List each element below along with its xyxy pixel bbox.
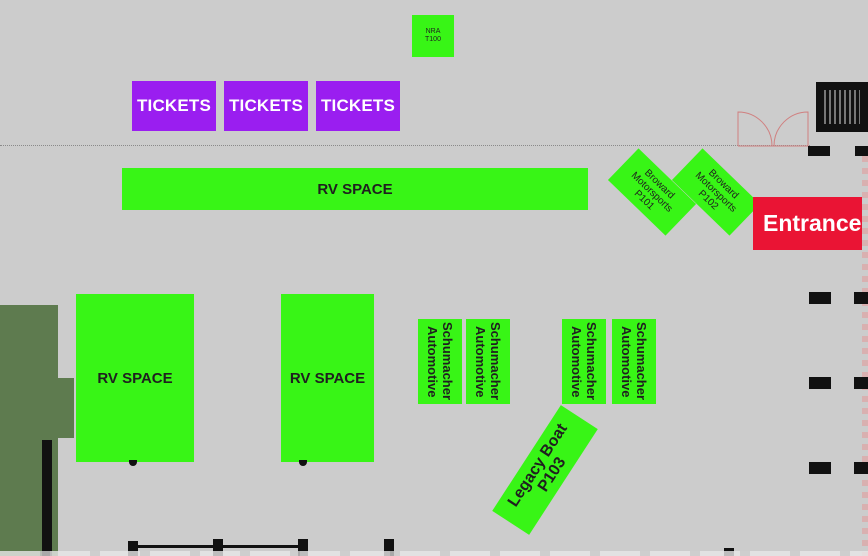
column-post bbox=[809, 292, 831, 304]
column-post bbox=[854, 462, 868, 474]
wall-post bbox=[213, 539, 223, 556]
tickets-booth-1[interactable]: TICKETS bbox=[132, 81, 216, 131]
booth-label: Schumacher Automotive bbox=[425, 322, 455, 401]
wall-post bbox=[808, 146, 830, 156]
wall-post bbox=[384, 539, 394, 556]
entrance-sign[interactable]: Entrance bbox=[753, 197, 868, 250]
bottom-strip bbox=[0, 551, 868, 556]
wall-left bbox=[42, 440, 52, 556]
booth-schumacher-3[interactable]: Schumacher Automotive bbox=[562, 319, 606, 404]
hitch-dot bbox=[129, 460, 137, 466]
booth-nra-t100[interactable]: NRA T100 bbox=[412, 15, 454, 57]
booth-label: Schumacher Automotive bbox=[569, 322, 599, 401]
stair-inner bbox=[824, 90, 860, 124]
hitch-dot bbox=[299, 460, 307, 466]
column-post bbox=[809, 462, 831, 474]
double-door-icon bbox=[737, 111, 809, 147]
rv-space-mid[interactable]: RV SPACE bbox=[281, 294, 374, 462]
booth-label: Schumacher Automotive bbox=[473, 322, 503, 401]
booth-broward-p101[interactable]: Broward Motorsports P101 bbox=[607, 148, 697, 236]
booth-schumacher-1[interactable]: Schumacher Automotive bbox=[418, 319, 462, 404]
right-wall bbox=[862, 156, 868, 556]
booth-schumacher-4[interactable]: Schumacher Automotive bbox=[612, 319, 656, 404]
booth-schumacher-2[interactable]: Schumacher Automotive bbox=[466, 319, 510, 404]
tickets-booth-2[interactable]: TICKETS bbox=[224, 81, 308, 131]
dotted-boundary bbox=[0, 145, 810, 146]
wall-post bbox=[855, 146, 868, 156]
rv-space-left[interactable]: RV SPACE bbox=[76, 294, 194, 462]
booth-legacy-boat-p103[interactable]: Legacy Boat P103 bbox=[492, 405, 598, 535]
booth-label: Schumacher Automotive bbox=[619, 322, 649, 401]
rv-space-top[interactable]: RV SPACE bbox=[122, 168, 588, 210]
column-post bbox=[854, 377, 868, 389]
tickets-booth-3[interactable]: TICKETS bbox=[316, 81, 400, 131]
wall-post bbox=[128, 541, 138, 556]
grass-notch bbox=[58, 378, 74, 438]
booth-broward-p102[interactable]: Broward Motorsports P102 bbox=[671, 148, 761, 236]
column-post bbox=[854, 292, 868, 304]
wall-post bbox=[298, 539, 308, 556]
column-post bbox=[809, 377, 831, 389]
